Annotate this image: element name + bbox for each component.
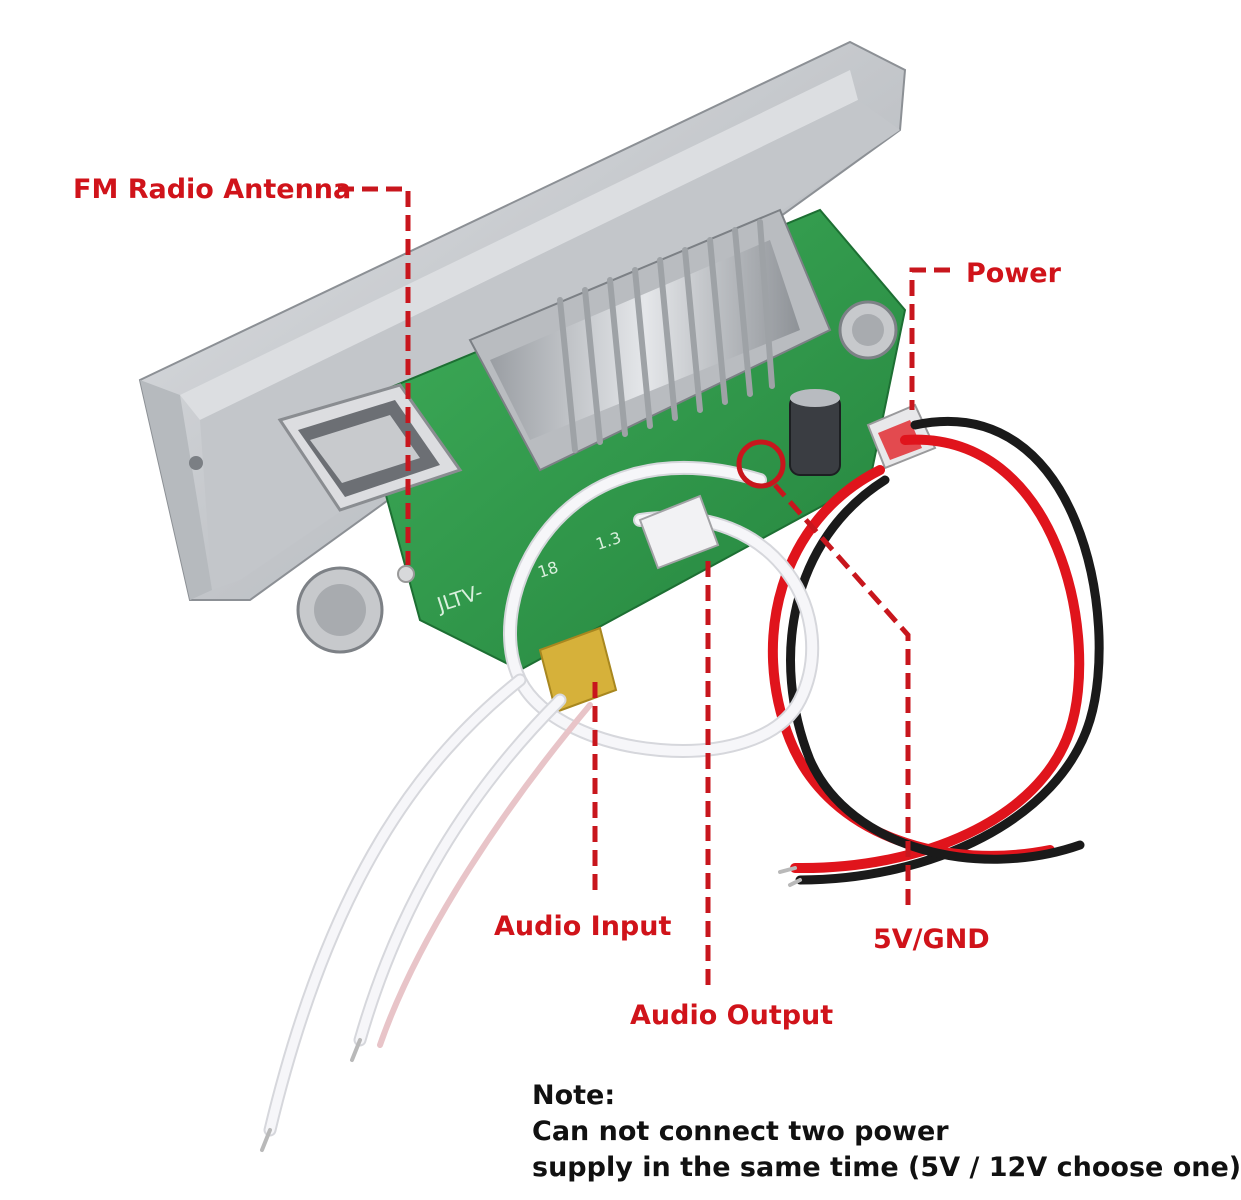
callout-leaders	[338, 186, 950, 985]
leader-power	[909, 267, 950, 410]
screw-left	[296, 566, 384, 654]
module-photo: JLTV- 18 1.3	[138, 40, 1104, 1152]
audio-input-label: Audio Input	[494, 911, 672, 942]
screw-right	[838, 300, 898, 360]
fm-radio-antenna-label: FM Radio Antenna	[73, 174, 352, 205]
power-label: Power	[966, 258, 1061, 289]
audio-connector	[638, 494, 720, 570]
power-wires	[767, 417, 1104, 887]
power-note: Note: Can not connect two power supply i…	[532, 1078, 1241, 1186]
note-title: Note:	[532, 1080, 616, 1111]
highlight-circle	[736, 439, 786, 489]
usb-port	[277, 383, 463, 512]
capacitor	[789, 389, 841, 476]
header-pins	[557, 219, 775, 453]
audio-output-label: Audio Output	[630, 1000, 834, 1031]
audio-wires	[260, 461, 820, 1152]
5v-gnd-label: 5V/GND	[873, 924, 990, 955]
note-line-2: supply in the same time (5V / 12V choose…	[532, 1152, 1241, 1183]
leader-5v-gnd	[773, 483, 911, 905]
leader-fm-antenna	[338, 186, 411, 565]
note-line-1: Can not connect two power	[532, 1116, 949, 1147]
antenna-pad	[397, 565, 415, 583]
